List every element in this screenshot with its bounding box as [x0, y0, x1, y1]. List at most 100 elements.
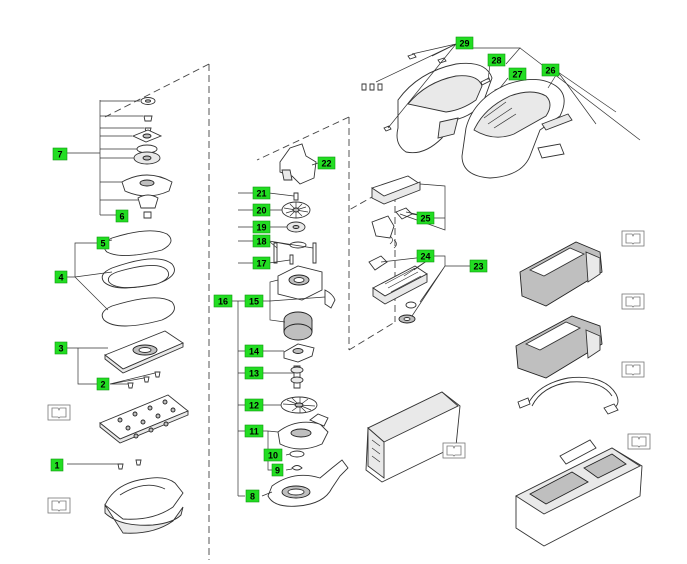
- pin-part[interactable]: [273, 242, 278, 264]
- connector-part[interactable]: [368, 255, 388, 271]
- part-tag-10[interactable]: 10: [263, 448, 283, 462]
- counterweight-part[interactable]: [137, 194, 159, 209]
- svg-text:24: 24: [420, 252, 430, 262]
- svg-text:5: 5: [100, 239, 105, 249]
- part-tag-17[interactable]: 17: [252, 256, 271, 270]
- svg-text:12: 12: [249, 401, 259, 411]
- book-icon[interactable]: [621, 293, 645, 310]
- part-tag-11[interactable]: 11: [244, 424, 264, 438]
- pin-part[interactable]: [312, 242, 317, 264]
- accessory-battery-b[interactable]: [515, 315, 603, 379]
- part-tag-3[interactable]: 3: [54, 341, 68, 355]
- book-icon[interactable]: [47, 497, 71, 514]
- svg-text:20: 20: [256, 206, 266, 216]
- part-tag-6[interactable]: 6: [115, 209, 129, 223]
- pad-ring-part[interactable]: [101, 297, 175, 327]
- housing-parts: [361, 53, 573, 179]
- part-tag-27[interactable]: 27: [508, 67, 527, 81]
- cable-part[interactable]: [324, 289, 336, 309]
- svg-text:13: 13: [249, 369, 259, 379]
- accessory-battery-a[interactable]: [519, 241, 603, 307]
- part-tag-28[interactable]: 28: [487, 53, 506, 67]
- svg-text:11: 11: [249, 427, 259, 437]
- svg-text:3: 3: [58, 344, 63, 354]
- part-tag-29[interactable]: 29: [455, 36, 474, 50]
- screw-part[interactable]: [361, 83, 367, 91]
- part-tag-15[interactable]: 15: [244, 294, 264, 308]
- book-icon[interactable]: [621, 230, 645, 247]
- book-icon[interactable]: [627, 433, 651, 450]
- part-tag-1[interactable]: 1: [50, 458, 64, 472]
- svg-text:21: 21: [256, 189, 266, 199]
- screw-part[interactable]: [135, 459, 142, 466]
- screw-part[interactable]: [293, 192, 299, 201]
- part-tag-9[interactable]: 9: [271, 463, 284, 477]
- part-tag-13[interactable]: 13: [244, 366, 264, 380]
- svg-text:22: 22: [321, 159, 331, 169]
- middle-column-parts: [267, 143, 349, 507]
- screw-part[interactable]: [369, 83, 375, 91]
- svg-text:1: 1: [54, 461, 59, 471]
- part-tag-4[interactable]: 4: [54, 270, 68, 284]
- part-tag-18[interactable]: 18: [252, 234, 271, 248]
- part-tag-8[interactable]: 8: [245, 489, 260, 503]
- part-tag-19[interactable]: 19: [252, 220, 271, 234]
- book-icon[interactable]: [442, 442, 466, 459]
- book-icon[interactable]: [47, 404, 71, 421]
- screw-part[interactable]: [407, 53, 417, 60]
- svg-text:14: 14: [249, 347, 259, 357]
- screw-part[interactable]: [377, 83, 383, 91]
- middle-leader-lines: [231, 162, 326, 497]
- part-tag-16[interactable]: 16: [213, 294, 233, 308]
- part-tag-2[interactable]: 2: [96, 377, 110, 391]
- svg-text:18: 18: [256, 237, 266, 247]
- label-part[interactable]: [537, 143, 565, 159]
- screw-part[interactable]: [154, 371, 161, 378]
- book-icon[interactable]: [621, 361, 645, 378]
- part-tag-24[interactable]: 24: [416, 249, 435, 263]
- screw-part[interactable]: [143, 115, 153, 122]
- left-column-parts: [99, 97, 189, 534]
- screw-part[interactable]: [289, 254, 294, 265]
- svg-text:26: 26: [545, 66, 555, 76]
- svg-text:17: 17: [256, 259, 266, 269]
- nameplate-part[interactable]: [541, 113, 573, 131]
- screw-part[interactable]: [127, 382, 134, 389]
- svg-text:15: 15: [249, 297, 259, 307]
- screw-part[interactable]: [437, 57, 447, 64]
- base-shroud-part[interactable]: [104, 477, 184, 520]
- screw-part[interactable]: [143, 211, 152, 219]
- part-tag-20[interactable]: 20: [252, 203, 271, 217]
- screw-part[interactable]: [143, 376, 150, 383]
- part-tag-7[interactable]: 7: [52, 147, 68, 161]
- svg-text:6: 6: [119, 212, 124, 222]
- part-tag-23[interactable]: 23: [469, 259, 488, 273]
- screw-part[interactable]: [117, 463, 124, 470]
- washer-part[interactable]: [289, 450, 305, 458]
- svg-text:4: 4: [58, 273, 63, 283]
- led-part[interactable]: [405, 301, 417, 309]
- electronics-leader-lines: [380, 183, 470, 317]
- svg-text:16: 16: [218, 297, 228, 307]
- part-tag-14[interactable]: 14: [244, 344, 264, 358]
- clip-part[interactable]: [291, 465, 303, 471]
- part-tag-22[interactable]: 22: [317, 156, 336, 170]
- electronics-parts: [368, 175, 428, 324]
- left-leader-lines: [67, 100, 156, 465]
- svg-text:29: 29: [459, 39, 469, 49]
- switch-part[interactable]: [371, 215, 395, 239]
- svg-text:8: 8: [250, 492, 255, 502]
- svg-text:25: 25: [420, 214, 430, 224]
- housing-leader-lines: [375, 43, 641, 141]
- part-tag-25[interactable]: 25: [416, 211, 435, 225]
- part-tag-5[interactable]: 5: [96, 236, 110, 250]
- seal-ring-part[interactable]: [103, 230, 172, 256]
- part-tag-12[interactable]: 12: [244, 398, 264, 412]
- part-tag-21[interactable]: 21: [252, 186, 271, 200]
- screw-part[interactable]: [383, 125, 392, 132]
- part-tag-26[interactable]: 26: [541, 63, 560, 77]
- svg-text:10: 10: [268, 451, 278, 461]
- svg-text:7: 7: [57, 150, 62, 160]
- svg-text:23: 23: [473, 262, 483, 272]
